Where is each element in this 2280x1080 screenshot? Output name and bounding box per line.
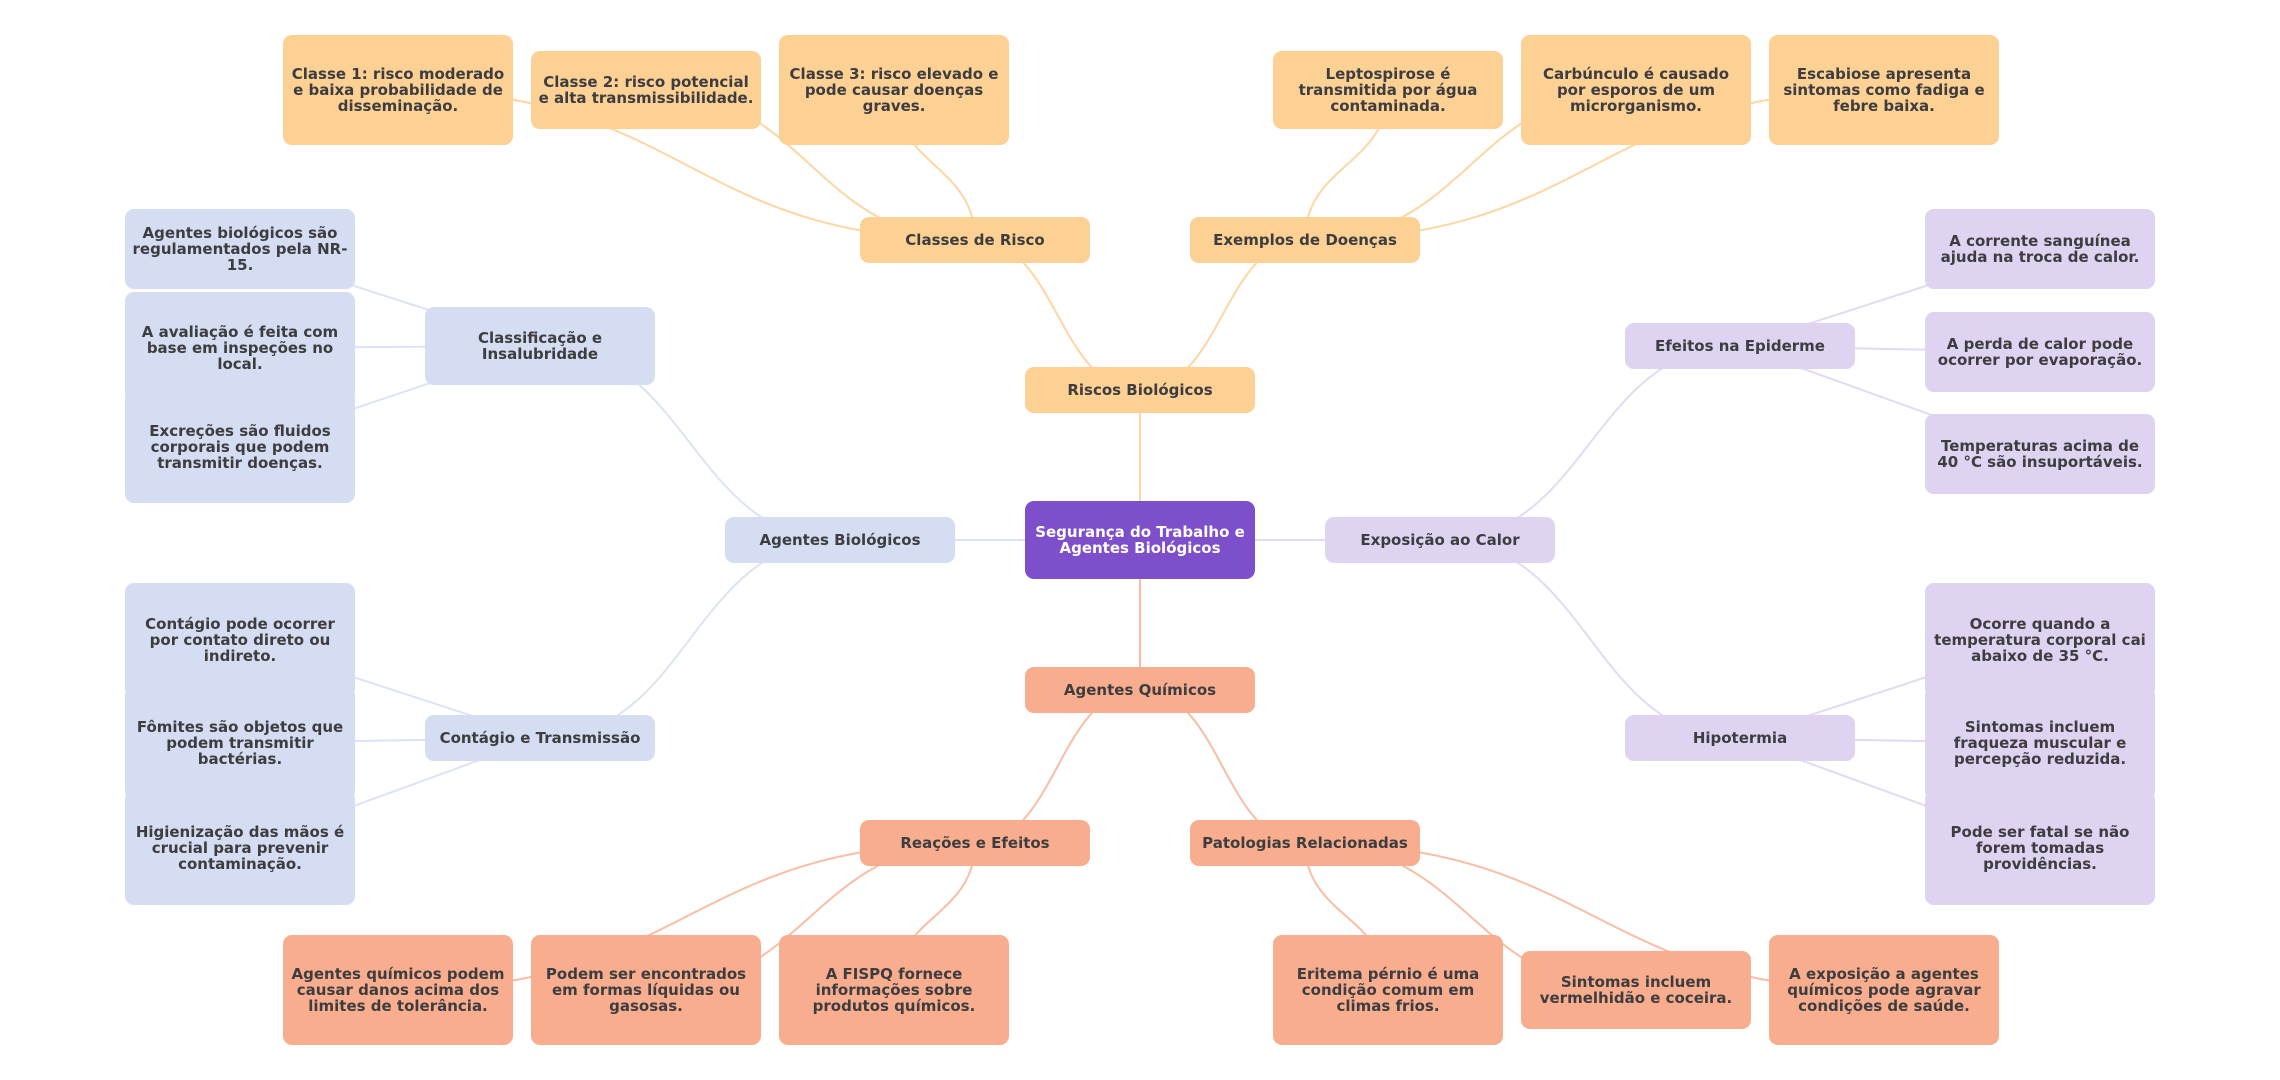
- branch-label: Agentes Químicos: [1063, 681, 1217, 699]
- root-node[interactable]: Segurança do Trabalho e Agentes Biológic…: [1025, 501, 1255, 579]
- leaf-text: Fômites são objetos que podem transmitir…: [136, 718, 344, 768]
- leaf-text: Agentes químicos podem causar danos acim…: [291, 965, 505, 1015]
- subtopic-label: Patologias Relacionadas: [1202, 834, 1408, 852]
- leaf-node[interactable]: Sintomas incluem vermelhidão e coceira.: [1521, 951, 1751, 1029]
- connector: [1439, 345, 1741, 541]
- leaf-node[interactable]: Escabiose apresenta sintomas como fadiga…: [1769, 35, 1999, 145]
- subtopic-exemplos-de-doencas[interactable]: Exemplos de Doenças: [1190, 217, 1420, 263]
- connector: [539, 539, 841, 739]
- subtopic-hipotermia[interactable]: Hipotermia: [1625, 715, 1855, 761]
- branch-label: Exposição ao Calor: [1360, 531, 1520, 549]
- leaf-node[interactable]: A exposição a agentes químicos pode agra…: [1769, 935, 1999, 1045]
- leaf-node[interactable]: Classe 3: risco elevado e pode causar do…: [779, 35, 1009, 145]
- leaf-text: Podem ser encontrados em formas líquidas…: [545, 965, 747, 1015]
- leaf-text: Sintomas incluem fraqueza muscular e per…: [1953, 718, 2127, 768]
- subtopic-label: Contágio e Transmissão: [439, 729, 641, 747]
- leaf-text: Classe 3: risco elevado e pode causar do…: [789, 65, 999, 115]
- branch-agentes-biologicos[interactable]: Agentes Biológicos: [725, 517, 955, 563]
- leaf-text: A perda de calor pode ocorrer por evapor…: [1937, 335, 2143, 369]
- leaf-text: Sintomas incluem vermelhidão e coceira.: [1539, 973, 1733, 1007]
- leaf-text: A FISPQ fornece informações sobre produt…: [812, 965, 976, 1015]
- root-label: Segurança do Trabalho e Agentes Biológic…: [1035, 523, 1245, 557]
- leaf-node[interactable]: Sintomas incluem fraqueza muscular e per…: [1925, 686, 2155, 800]
- leaf-node[interactable]: Ocorre quando a temperatura corporal cai…: [1925, 583, 2155, 697]
- leaf-text: Escabiose apresenta sintomas como fadiga…: [1783, 65, 1985, 115]
- leaf-node[interactable]: A corrente sanguínea ajuda na troca de c…: [1925, 209, 2155, 289]
- leaf-text: Pode ser fatal se não forem tomadas prov…: [1950, 822, 2130, 873]
- leaf-text: A corrente sanguínea ajuda na troca de c…: [1940, 232, 2140, 266]
- leaf-node[interactable]: Excreções são fluidos corporais que pode…: [125, 391, 355, 503]
- leaf-text: Contágio pode ocorrer por contato direto…: [145, 615, 335, 665]
- subtopic-label: Classificação e Insalubridade: [477, 329, 603, 363]
- leaf-text: Temperaturas acima de 40 °C são insuport…: [1937, 437, 2143, 471]
- leaf-text: Leptospirose é transmitida por água cont…: [1298, 65, 1478, 115]
- leaf-node[interactable]: A FISPQ fornece informações sobre produt…: [779, 935, 1009, 1045]
- leaf-text: Higienização das mãos é crucial para pre…: [135, 822, 345, 873]
- connector: [1439, 539, 1741, 739]
- leaf-text: Classe 1: risco moderado e baixa probabi…: [291, 65, 505, 115]
- branch-agentes-quimicos[interactable]: Agentes Químicos: [1025, 667, 1255, 713]
- leaf-text: Eritema pérnio é uma condição comum em c…: [1296, 965, 1480, 1015]
- leaf-text: Ocorre quando a temperatura corporal cai…: [1934, 615, 2146, 665]
- subtopic-efeitos-na-epiderme[interactable]: Efeitos na Epiderme: [1625, 323, 1855, 369]
- leaf-node[interactable]: Leptospirose é transmitida por água cont…: [1273, 51, 1503, 129]
- leaf-node[interactable]: A avaliação é feita com base em inspeçõe…: [125, 292, 355, 404]
- leaf-node[interactable]: Agentes químicos podem causar danos acim…: [283, 935, 513, 1045]
- subtopic-patologias-relacionadas[interactable]: Patologias Relacionadas: [1190, 820, 1420, 866]
- leaf-node[interactable]: Temperaturas acima de 40 °C são insuport…: [1925, 414, 2155, 494]
- leaf-text: Carbúnculo é causado por esporos de um m…: [1542, 65, 1730, 115]
- leaf-node[interactable]: Classe 2: risco potencial e alta transmi…: [531, 51, 761, 129]
- branch-exposicao-ao-calor[interactable]: Exposição ao Calor: [1325, 517, 1555, 563]
- leaf-text: Classe 2: risco potencial e alta transmi…: [538, 73, 754, 107]
- subtopic-classificacao-e-insalubridade[interactable]: Classificação e Insalubridade: [425, 307, 655, 385]
- leaf-node[interactable]: Eritema pérnio é uma condição comum em c…: [1273, 935, 1503, 1045]
- leaf-node[interactable]: Podem ser encontrados em formas líquidas…: [531, 935, 761, 1045]
- branch-riscos-biologicos[interactable]: Riscos Biológicos: [1025, 367, 1255, 413]
- leaf-text: A exposição a agentes químicos pode agra…: [1787, 965, 1981, 1015]
- subtopic-classes-de-risco[interactable]: Classes de Risco: [860, 217, 1090, 263]
- leaf-node[interactable]: Classe 1: risco moderado e baixa probabi…: [283, 35, 513, 145]
- leaf-node[interactable]: Fômites são objetos que podem transmitir…: [125, 686, 355, 800]
- subtopic-label: Reações e Efeitos: [900, 834, 1050, 852]
- leaf-node[interactable]: Agentes biológicos são regulamentados pe…: [125, 209, 355, 289]
- leaf-node[interactable]: Contágio pode ocorrer por contato direto…: [125, 583, 355, 697]
- leaf-node[interactable]: Higienização das mãos é crucial para pre…: [125, 790, 355, 905]
- subtopic-label: Efeitos na Epiderme: [1655, 337, 1825, 355]
- subtopic-reacoes-e-efeitos[interactable]: Reações e Efeitos: [860, 820, 1090, 866]
- leaf-text: Agentes biológicos são regulamentados pe…: [132, 224, 348, 274]
- leaf-node[interactable]: A perda de calor pode ocorrer por evapor…: [1925, 312, 2155, 392]
- subtopic-label: Classes de Risco: [905, 231, 1045, 249]
- leaf-text: A avaliação é feita com base em inspeçõe…: [141, 323, 339, 373]
- branch-label: Agentes Biológicos: [759, 531, 921, 549]
- branch-label: Riscos Biológicos: [1067, 381, 1213, 399]
- leaf-text: Excreções são fluidos corporais que pode…: [149, 422, 331, 472]
- subtopic-label: Exemplos de Doenças: [1213, 231, 1397, 249]
- leaf-node[interactable]: Carbúnculo é causado por esporos de um m…: [1521, 35, 1751, 145]
- leaf-node[interactable]: Pode ser fatal se não forem tomadas prov…: [1925, 790, 2155, 905]
- subtopic-label: Hipotermia: [1692, 729, 1788, 747]
- subtopic-contagio-e-transmissao[interactable]: Contágio e Transmissão: [425, 715, 655, 761]
